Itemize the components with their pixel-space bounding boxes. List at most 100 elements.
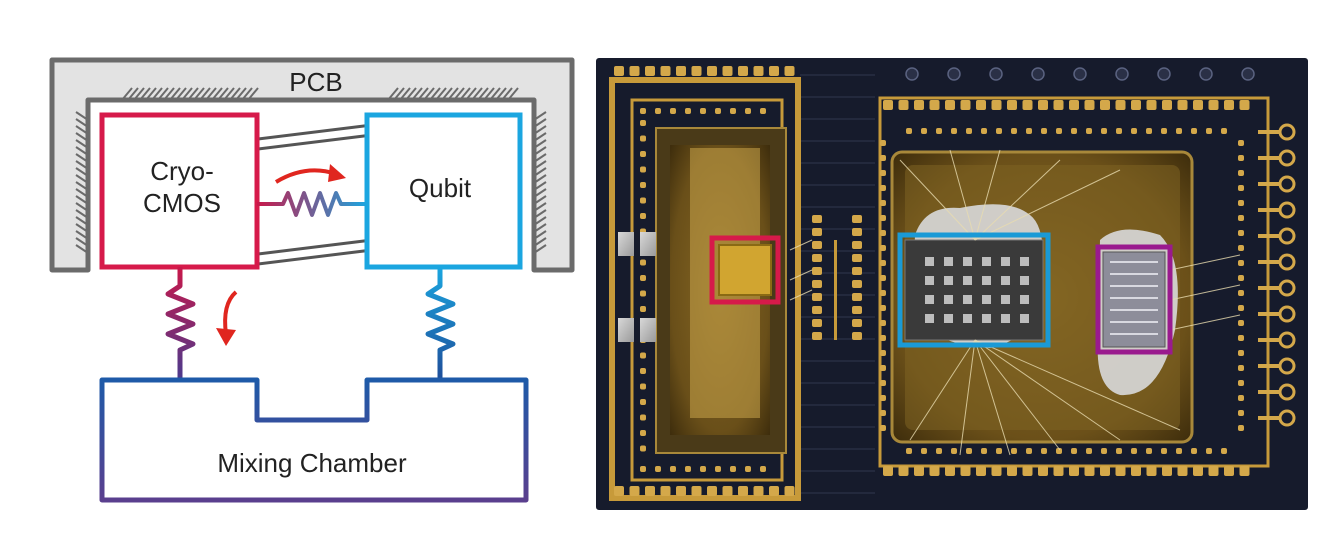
bond-pad [852, 332, 862, 340]
bond-hatch [75, 209, 89, 219]
bond-pad [936, 448, 942, 454]
bond-pad [1007, 100, 1017, 110]
bond-hatch [465, 87, 477, 101]
bond-pad [1100, 466, 1110, 476]
edge-connector [1278, 201, 1296, 219]
bond-pad [898, 100, 909, 110]
pcb-label: PCB [289, 67, 342, 97]
bond-pad [812, 319, 822, 327]
bond-pad [960, 100, 971, 110]
qubit-pad [963, 257, 972, 266]
qubit-to-mixing-resistor [425, 267, 456, 380]
bond-hatch [533, 181, 547, 191]
bond-hatch [75, 118, 89, 128]
bond-wire [974, 339, 1121, 441]
bond-pad [1038, 100, 1048, 110]
bond-pad [1069, 466, 1079, 476]
edge-connector [1278, 227, 1296, 245]
bond-hatch [533, 118, 547, 128]
bond-hatch [533, 125, 547, 135]
bond-hatch [75, 195, 89, 205]
via [905, 67, 919, 81]
bond-pad [945, 466, 955, 476]
bond-pad [1146, 448, 1152, 454]
mixing-chamber: Mixing Chamber [99, 377, 529, 503]
qubit-pad [925, 276, 934, 285]
via [1157, 67, 1171, 81]
qubit-pad [1001, 276, 1010, 285]
bond-pad [880, 215, 886, 221]
bond-hatch [533, 195, 547, 205]
qubit-pad [1020, 314, 1029, 323]
bond-hatch [229, 87, 241, 101]
bond-hatch [533, 167, 547, 177]
bond-pad [1071, 128, 1077, 134]
via [989, 67, 1003, 81]
bond-pad [880, 290, 886, 296]
bond-pad [640, 275, 646, 281]
bond-pad [760, 466, 766, 472]
bond-pad [880, 305, 886, 311]
bond-pad [880, 245, 886, 251]
heat-flow-arrow-horizontal [274, 164, 346, 184]
bond-pad [640, 213, 646, 219]
bond-pad [852, 241, 862, 249]
bond-hatch [533, 146, 547, 156]
qubit-chip: Qubit [364, 112, 523, 270]
bond-hatch [501, 87, 513, 101]
bond-pad [745, 466, 751, 472]
bond-hatch [75, 160, 89, 170]
edge-trace [1258, 234, 1280, 238]
bond-pad [614, 486, 624, 496]
bond-pad [670, 108, 676, 114]
bond-hatch [417, 87, 429, 101]
bond-pad [812, 267, 822, 275]
bond-pad [1239, 100, 1250, 110]
bond-pad [1206, 448, 1212, 454]
bond-pad [676, 66, 686, 76]
device-photo [596, 58, 1308, 510]
bond-pad [880, 170, 886, 176]
pcb: PCB [49, 57, 575, 273]
qubit-pad [963, 295, 972, 304]
bond-pad [1238, 305, 1244, 311]
qubit-pad [1020, 257, 1029, 266]
bond-pad [1086, 448, 1092, 454]
bond-hatch [75, 111, 89, 121]
bond-wire [959, 339, 976, 456]
bond-hatch [75, 237, 89, 247]
bond-pad [1224, 466, 1234, 476]
cryo-cmos-box [99, 112, 260, 270]
board-texture [800, 74, 875, 494]
bond-wire [974, 149, 1001, 241]
bond-hatch [393, 87, 405, 101]
bond-pad [1193, 466, 1203, 476]
bond-pad [883, 100, 893, 110]
edge-connector [1278, 123, 1296, 141]
test-structure-die [1102, 251, 1166, 348]
qubit-pad [982, 314, 991, 323]
bond-pad [1100, 100, 1110, 110]
bond-wire [974, 159, 1061, 241]
bond-pad [1161, 128, 1167, 134]
bond-pad [1238, 260, 1244, 266]
cryo-cmos-die [718, 244, 772, 296]
bond-pad [640, 290, 646, 297]
bond-pad [1116, 448, 1122, 454]
bond-wire [949, 149, 976, 241]
bond-pad [707, 66, 717, 76]
bond-pad [812, 332, 822, 340]
bond-pad [640, 445, 646, 452]
qubit-die-highlight [897, 232, 1051, 348]
bond-pad [1101, 448, 1107, 454]
bond-pad [880, 260, 886, 266]
bond-hatch [533, 111, 547, 121]
cryo-cmos-chip: Cryo- CMOS [99, 112, 260, 270]
bond-pad [1177, 100, 1188, 110]
bond-pad [640, 135, 646, 142]
bond-hatch [533, 230, 547, 240]
qubit-pad [982, 276, 991, 285]
bond-pad [936, 128, 942, 134]
bond-pad [760, 108, 766, 114]
bond-pad [1239, 466, 1250, 476]
